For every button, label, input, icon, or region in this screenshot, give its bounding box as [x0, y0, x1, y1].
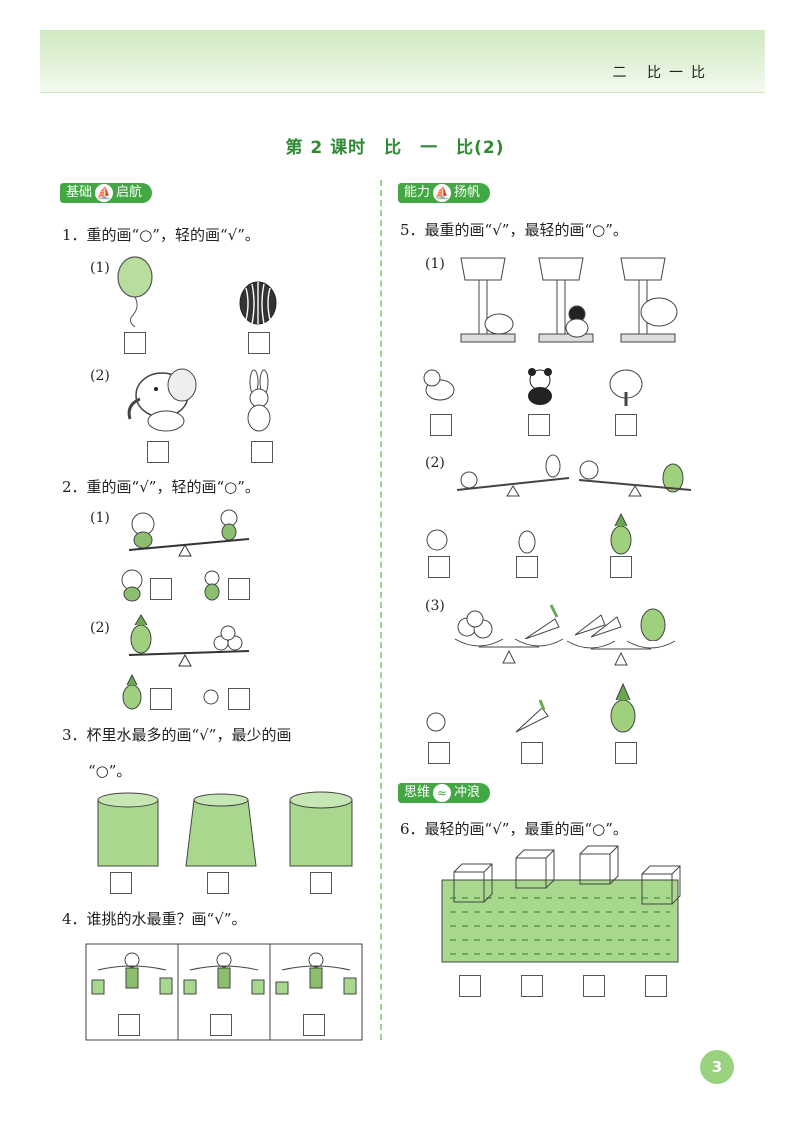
pineapple-icon — [122, 673, 142, 710]
question-5: 5．最重的画“√”，最轻的画“○”。 — [400, 221, 628, 239]
answer-box[interactable] — [248, 332, 270, 354]
tag-basic: 基础 ⛵ 启航 — [60, 183, 153, 203]
answer-box[interactable] — [228, 578, 250, 600]
pineapple-icon — [610, 512, 632, 555]
question-1: 1．重的画“○”，轻的画“√”。 — [62, 226, 260, 244]
question-4: 4．谁挑的水最重？画“√”。 — [62, 910, 247, 928]
pineapple-icon — [610, 682, 636, 733]
seesaw-pig-monkey — [128, 509, 250, 557]
answer-box[interactable] — [521, 742, 543, 764]
answer-box[interactable] — [615, 742, 637, 764]
answer-box[interactable] — [303, 1014, 325, 1036]
tag-thinking-label-b: 冲浪 — [454, 785, 481, 800]
question-2: 2．重的画“√”，轻的画“○”。 — [62, 478, 260, 496]
answer-box[interactable] — [428, 556, 450, 578]
pig-icon — [121, 569, 143, 602]
answer-box[interactable] — [310, 872, 332, 894]
question-3-line-2: “○”。 — [88, 762, 132, 780]
answer-box[interactable] — [118, 1014, 140, 1036]
answer-box[interactable] — [124, 332, 146, 354]
tag-ability-label-b: 扬帆 — [454, 185, 481, 200]
orange-icon — [426, 529, 448, 551]
tag-ability-label-a: 能力 — [404, 185, 431, 200]
q2-sub-2-label: (2) — [90, 620, 110, 636]
column-divider — [380, 180, 382, 1040]
panda-icon — [528, 368, 552, 405]
answer-box[interactable] — [645, 975, 667, 997]
three-scales-illustration — [460, 257, 678, 343]
header-banner: 二 比一比 — [40, 30, 765, 93]
elephant-small-icon — [609, 369, 643, 406]
answer-box[interactable] — [459, 975, 481, 997]
answer-box[interactable] — [150, 688, 172, 710]
q5-sub-2-label: (2) — [425, 455, 445, 471]
cup-2 — [185, 793, 257, 867]
q5-sub-3-label: (3) — [425, 598, 445, 614]
answer-box[interactable] — [521, 975, 543, 997]
answer-box[interactable] — [110, 872, 132, 894]
monkey-icon — [204, 570, 220, 601]
tag-thinking-label-a: 思维 — [404, 785, 431, 800]
answer-box[interactable] — [147, 441, 169, 463]
tag-thinking: 思维 ≈ 冲浪 — [398, 783, 491, 803]
cup-3 — [289, 791, 353, 867]
q1-sub-2-label: (2) — [90, 368, 110, 384]
balloon-icon — [117, 256, 153, 328]
sail-icon: ⛵ — [433, 184, 452, 202]
two-balances-illustration — [456, 454, 692, 497]
q5-sub-1-label: (1) — [425, 256, 445, 272]
page-number: 3 — [700, 1050, 734, 1084]
tag-basic-label-b: 启航 — [116, 185, 143, 200]
tag-ability: 能力 ⛵ 扬帆 — [398, 183, 491, 203]
two-balances-fruits-carrots — [454, 604, 676, 666]
cup-1 — [97, 792, 159, 867]
watermelon-icon — [239, 281, 277, 325]
answer-box[interactable] — [615, 414, 637, 436]
question-3-line-1: 3．杯里水最多的画“√”，最少的画 — [62, 726, 292, 744]
orange-icon — [426, 712, 446, 732]
three-cups-illustration — [97, 791, 353, 867]
question-6: 6．最轻的画“√”，最重的画“○”。 — [400, 820, 628, 838]
answer-box[interactable] — [210, 1014, 232, 1036]
seesaw-pineapple-oranges — [128, 614, 250, 667]
answer-box[interactable] — [583, 975, 605, 997]
pear-icon — [518, 530, 536, 554]
answer-box[interactable] — [207, 872, 229, 894]
q2-sub-1-label: (1) — [90, 510, 110, 526]
section-label: 二 比一比 — [612, 65, 713, 81]
answer-box[interactable] — [428, 742, 450, 764]
answer-box[interactable] — [228, 688, 250, 710]
answer-box[interactable] — [150, 578, 172, 600]
lesson-title: 第 2 课时 比 一 比(2) — [285, 138, 505, 158]
boat-icon: ⛵ — [95, 184, 114, 202]
answer-box[interactable] — [251, 441, 273, 463]
answer-box[interactable] — [430, 414, 452, 436]
answer-box[interactable] — [528, 414, 550, 436]
q1-sub-1-label: (1) — [90, 260, 110, 276]
elephant-icon — [127, 368, 197, 432]
answer-box[interactable] — [516, 556, 538, 578]
dog-icon — [423, 369, 455, 401]
tag-basic-label-a: 基础 — [66, 185, 93, 200]
carrot-icon — [515, 699, 549, 733]
wave-icon: ≈ — [433, 784, 452, 802]
rabbit-icon — [247, 369, 271, 432]
orange-icon — [203, 689, 219, 705]
answer-box[interactable] — [610, 556, 632, 578]
water-tank-cubes — [441, 845, 681, 963]
